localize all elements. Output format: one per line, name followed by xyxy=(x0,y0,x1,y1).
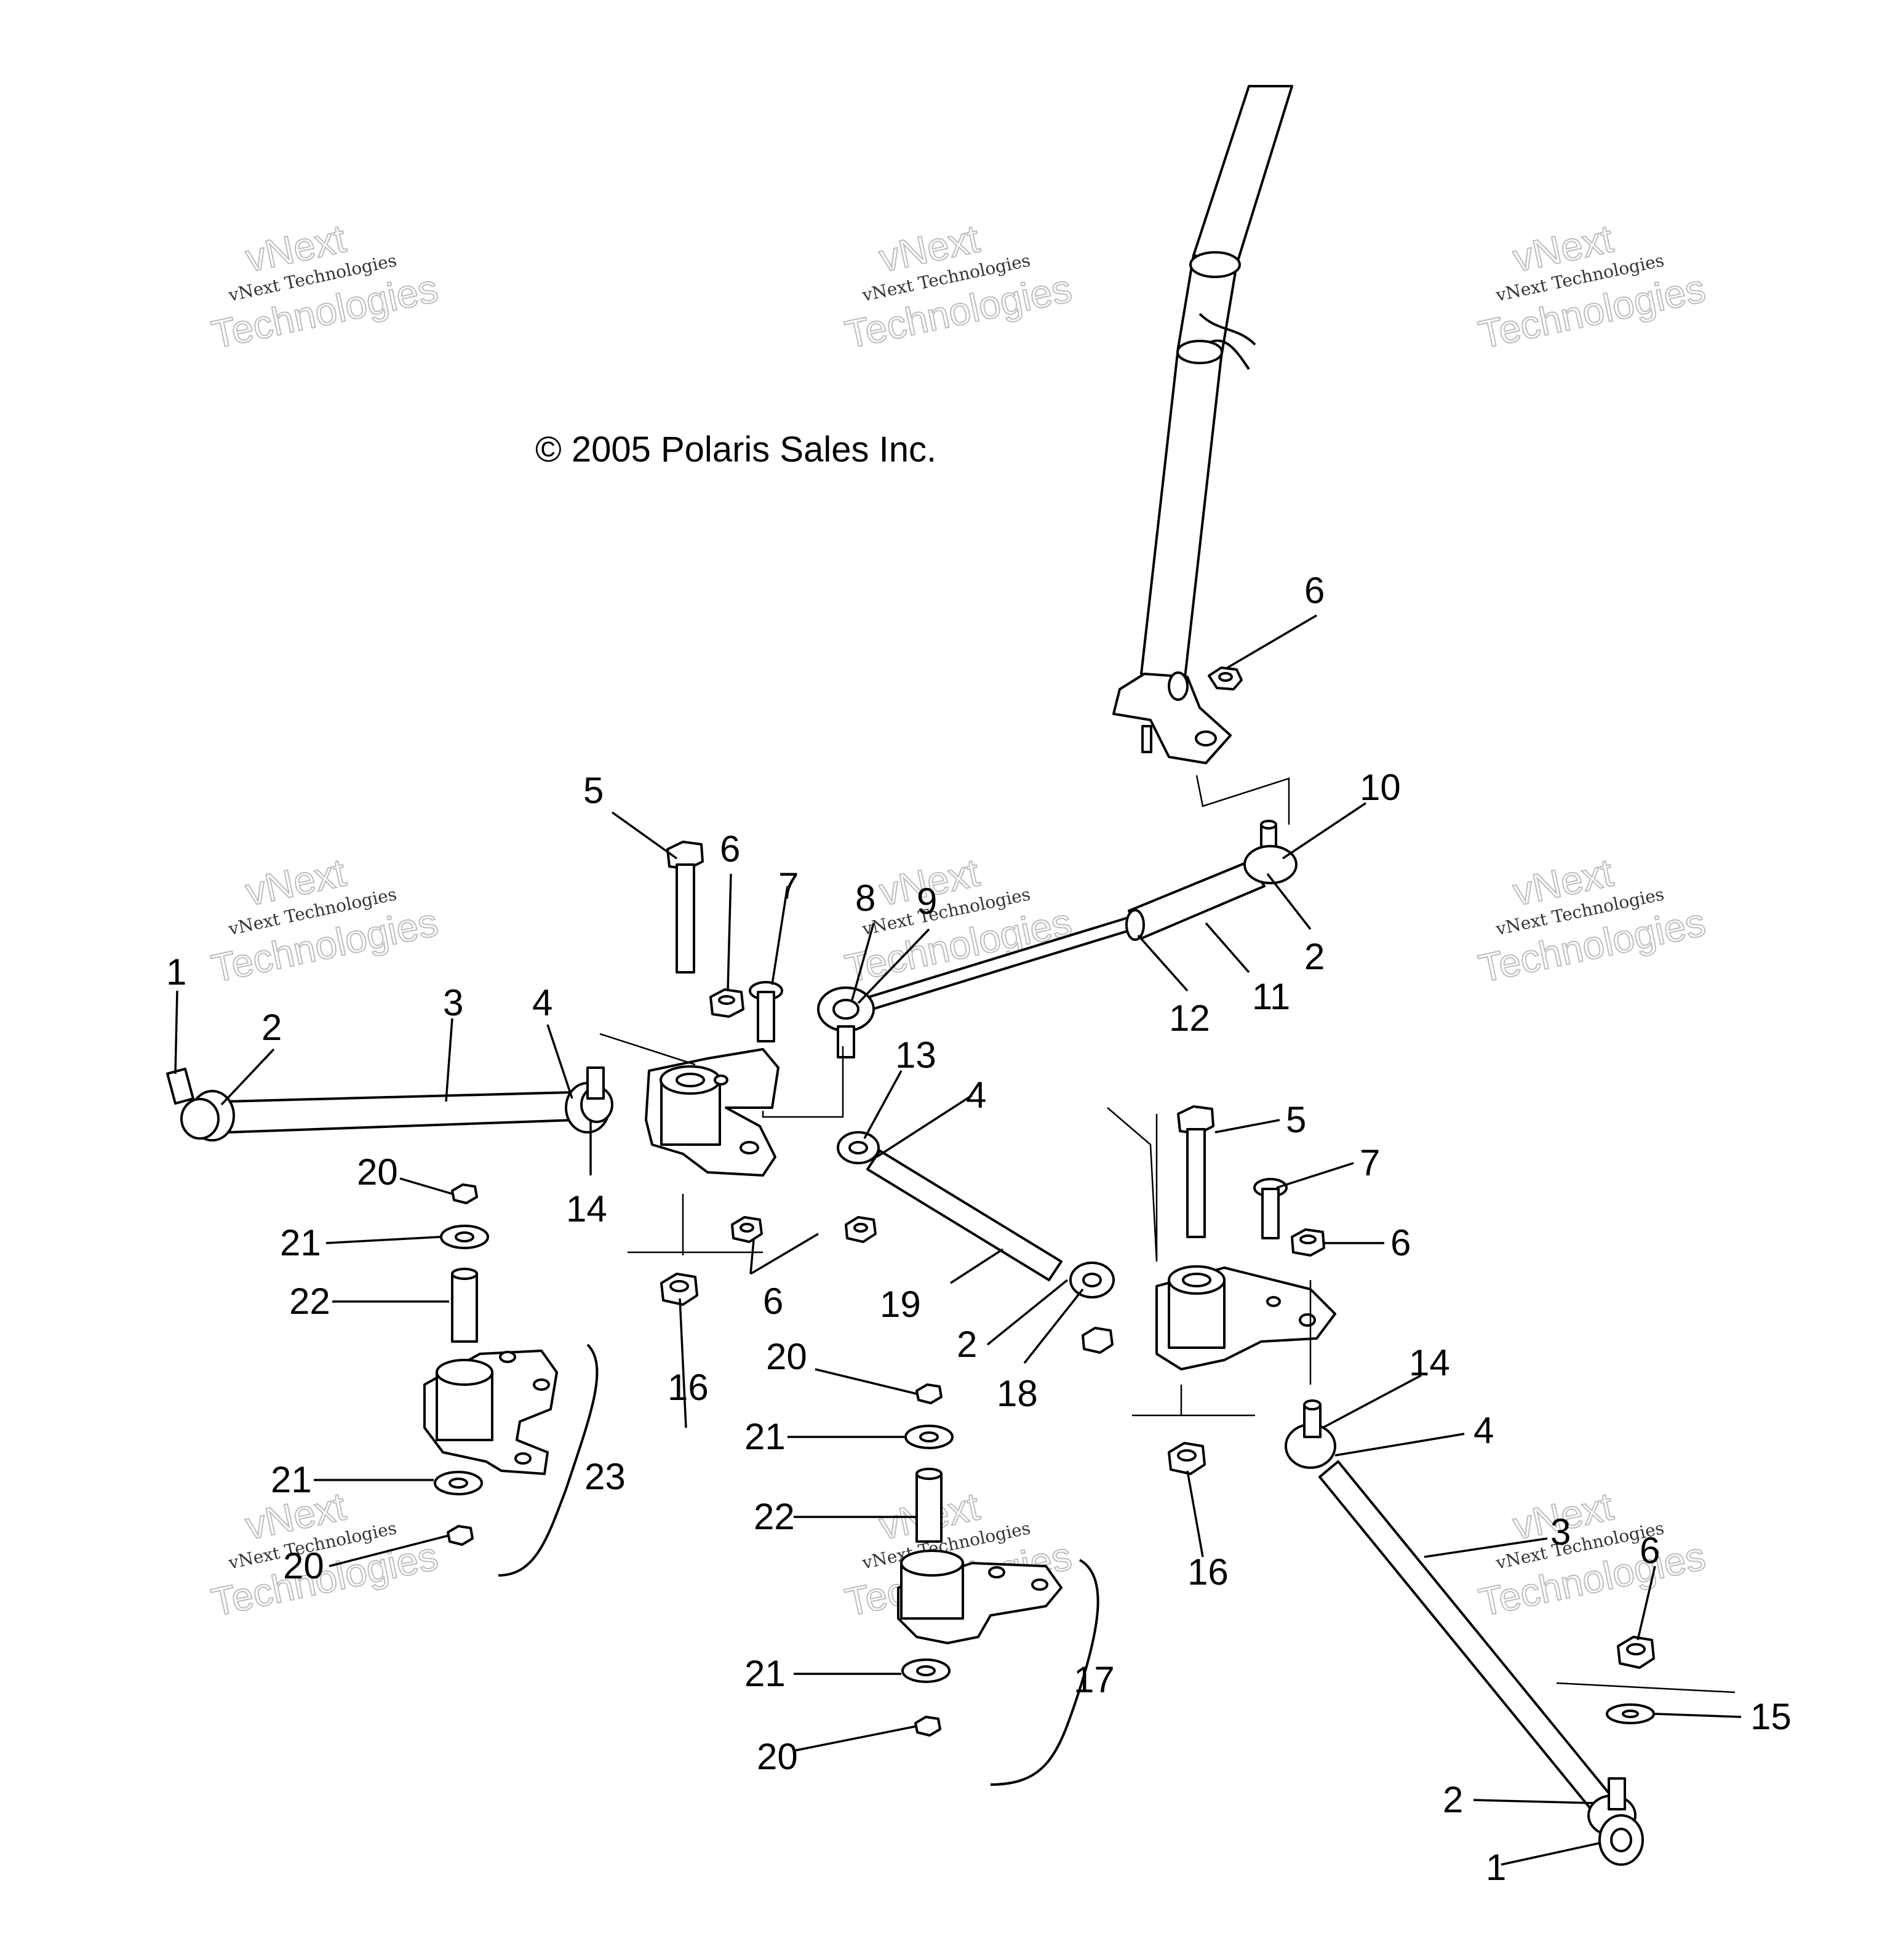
callout-label: 6 xyxy=(763,1281,783,1322)
callout-label: 8 xyxy=(855,878,875,919)
callout-label: 2 xyxy=(957,1324,977,1365)
middle-drag-link xyxy=(837,1131,1115,1354)
nut xyxy=(731,1216,763,1243)
spindle-assembly xyxy=(423,1350,558,1546)
callout-label: 6 xyxy=(1640,1530,1660,1571)
callout-label: 13 xyxy=(895,1034,936,1076)
left-tie-rod xyxy=(166,1066,613,1142)
callout-label: 12 xyxy=(1169,998,1210,1039)
callout-label: 18 xyxy=(997,1373,1038,1414)
right-tie-rod xyxy=(1285,1399,1644,1866)
steering-column xyxy=(1140,85,1293,684)
bolt xyxy=(1177,1105,1214,1238)
bushing-stack xyxy=(440,1183,489,1343)
callout-label: 7 xyxy=(1360,1142,1380,1183)
callout-label: 5 xyxy=(583,770,604,811)
column-bracket xyxy=(1112,671,1232,764)
callout-label: 2 xyxy=(261,1007,282,1048)
alignment-line xyxy=(1195,775,1290,825)
right-idler-arm xyxy=(1155,1265,1336,1370)
callout-label: 15 xyxy=(1750,1696,1792,1737)
callout-label: 21 xyxy=(744,1653,786,1694)
callout-label: 20 xyxy=(357,1151,398,1193)
bracket-23 xyxy=(498,1343,599,1577)
nut xyxy=(660,1273,698,1306)
callout-label: 6 xyxy=(1390,1222,1411,1263)
bolt xyxy=(749,981,783,1042)
callout-label: 20 xyxy=(283,1545,324,1586)
nut xyxy=(1291,1228,1325,1257)
callout-label: 9 xyxy=(917,881,937,922)
washer xyxy=(1606,1703,1655,1724)
leader-lines xyxy=(174,614,1742,1866)
spindle-assembly xyxy=(897,1550,1063,1737)
watermark: vNext vNext Technologies Technologies xyxy=(207,849,442,991)
callout-label: 3 xyxy=(443,982,463,1023)
callout-label: 4 xyxy=(1473,1410,1494,1451)
callout-label: 22 xyxy=(289,1281,330,1322)
alignment-lines xyxy=(599,1033,1158,1262)
callout-label: 11 xyxy=(1252,976,1290,1017)
callout-label: 1 xyxy=(1486,1847,1506,1888)
callout-label: 16 xyxy=(1187,1551,1229,1593)
bolt xyxy=(666,841,704,974)
upper-tie-rod xyxy=(817,820,1298,1058)
callout-label: 20 xyxy=(766,1336,807,1377)
callout-label: 5 xyxy=(1286,1099,1306,1140)
callout-label: 10 xyxy=(1360,767,1401,808)
nut xyxy=(845,1216,877,1243)
callout-label: 6 xyxy=(720,828,740,870)
alignment-lines xyxy=(1132,1280,1312,1417)
nut xyxy=(1208,666,1243,690)
callout-labels: 6 10 5 6 7 8 9 2 11 12 1 2 3 4 13 4 5 7 … xyxy=(166,570,1792,1888)
callout-label: 4 xyxy=(532,982,552,1023)
watermark: vNext vNext Technologies Technologies xyxy=(207,215,442,358)
callout-label: 6 xyxy=(1304,570,1325,611)
callout-label: 19 xyxy=(880,1284,921,1325)
callout-label: 14 xyxy=(1409,1342,1450,1383)
callout-label: 4 xyxy=(966,1074,986,1116)
callout-label: 7 xyxy=(778,865,799,906)
callout-label: 14 xyxy=(566,1188,607,1230)
watermark: vNext vNext Technologies Technologies xyxy=(841,215,1076,358)
callout-label: 2 xyxy=(1443,1779,1463,1820)
callout-label: 1 xyxy=(166,951,186,993)
bushing-stack xyxy=(904,1383,954,1543)
alignment-line xyxy=(1556,1682,1736,1694)
callout-label: 2 xyxy=(1304,936,1325,977)
callout-label: 16 xyxy=(668,1367,709,1408)
watermark: vNext vNext Technologies Technologies xyxy=(1475,215,1710,358)
bolt xyxy=(1253,1178,1288,1239)
callout-label: 21 xyxy=(271,1459,312,1500)
callout-label: 17 xyxy=(1074,1659,1115,1700)
left-idler-arm xyxy=(645,1048,780,1177)
nut xyxy=(1617,1636,1655,1669)
callout-label: 22 xyxy=(754,1496,795,1537)
callout-label: 23 xyxy=(584,1456,626,1497)
callout-label: 3 xyxy=(1550,1511,1571,1553)
callout-label: 21 xyxy=(744,1416,786,1457)
nut xyxy=(709,988,744,1018)
callout-label: 20 xyxy=(757,1736,798,1777)
bracket-17 xyxy=(990,1559,1099,1786)
nut xyxy=(1168,1442,1206,1475)
copyright-text: © 2005 Polaris Sales Inc. xyxy=(535,430,936,470)
callout-label: 21 xyxy=(280,1222,321,1263)
watermark: vNext vNext Technologies Technologies xyxy=(1475,849,1710,991)
